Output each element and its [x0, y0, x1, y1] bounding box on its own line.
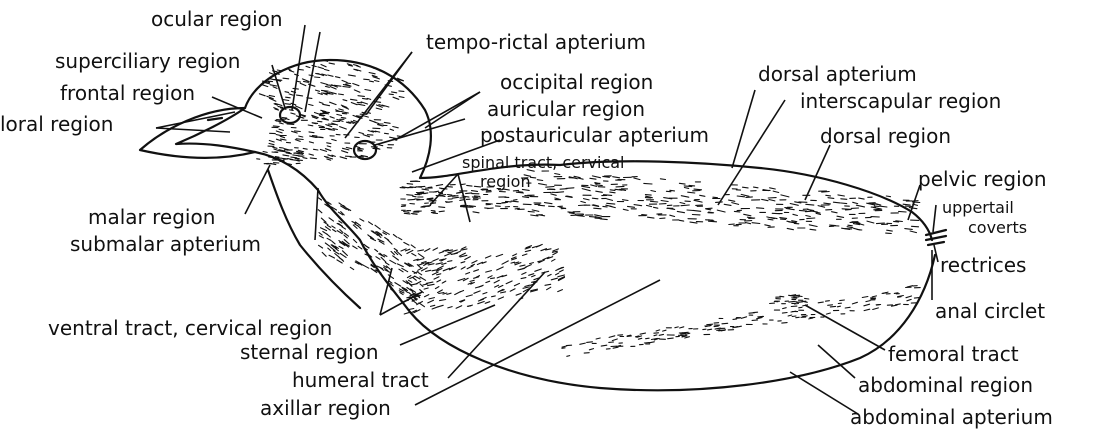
label-uppertail-line2: coverts: [968, 218, 1027, 237]
labels: ocular region superciliary region fronta…: [0, 7, 1053, 429]
label-interscapular-region: interscapular region: [800, 89, 1001, 113]
label-superciliary-region: superciliary region: [55, 49, 240, 73]
label-anal-circlet: anal circlet: [935, 299, 1045, 323]
label-uppertail-line1: uppertail: [942, 198, 1014, 217]
tract-femoral: [770, 295, 809, 304]
label-axillar-region: axillar region: [260, 396, 391, 420]
label-auricular-region: auricular region: [487, 97, 645, 121]
label-spinal-tract-line2: region: [480, 172, 531, 191]
label-pelvic-region: pelvic region: [918, 167, 1047, 191]
label-dorsal-region: dorsal region: [820, 124, 951, 148]
nostril: [208, 118, 222, 120]
label-loral-region: loral region: [0, 112, 113, 136]
beak: [140, 108, 255, 158]
label-postauricular-apterium: postauricular apterium: [480, 123, 709, 147]
label-spinal-tract-line1: spinal tract, cervical: [462, 153, 625, 172]
label-ventral-tract: ventral tract, cervical region: [48, 316, 332, 340]
label-sternal-region: sternal region: [240, 340, 379, 364]
tract-abdominal: [562, 286, 920, 357]
label-malar-region: malar region: [88, 205, 215, 229]
label-abdominal-apterium: abdominal apterium: [850, 405, 1053, 429]
label-frontal-region: frontal region: [60, 81, 195, 105]
label-rectrices: rectrices: [940, 253, 1026, 277]
tract-sternal-humeral: [401, 244, 565, 314]
label-abdominal-region: abdominal region: [858, 373, 1033, 397]
label-occipital-region: occipital region: [500, 70, 653, 94]
label-submalar-apterium: submalar apterium: [70, 232, 261, 256]
label-dorsal-apterium: dorsal apterium: [758, 62, 917, 86]
label-tempo-rictal-apterium: tempo-rictal apterium: [426, 30, 646, 54]
throat-outline: [268, 170, 360, 308]
label-femoral-tract: femoral tract: [888, 342, 1019, 366]
label-ocular-region: ocular region: [151, 7, 283, 31]
label-humeral-tract: humeral tract: [292, 368, 429, 392]
